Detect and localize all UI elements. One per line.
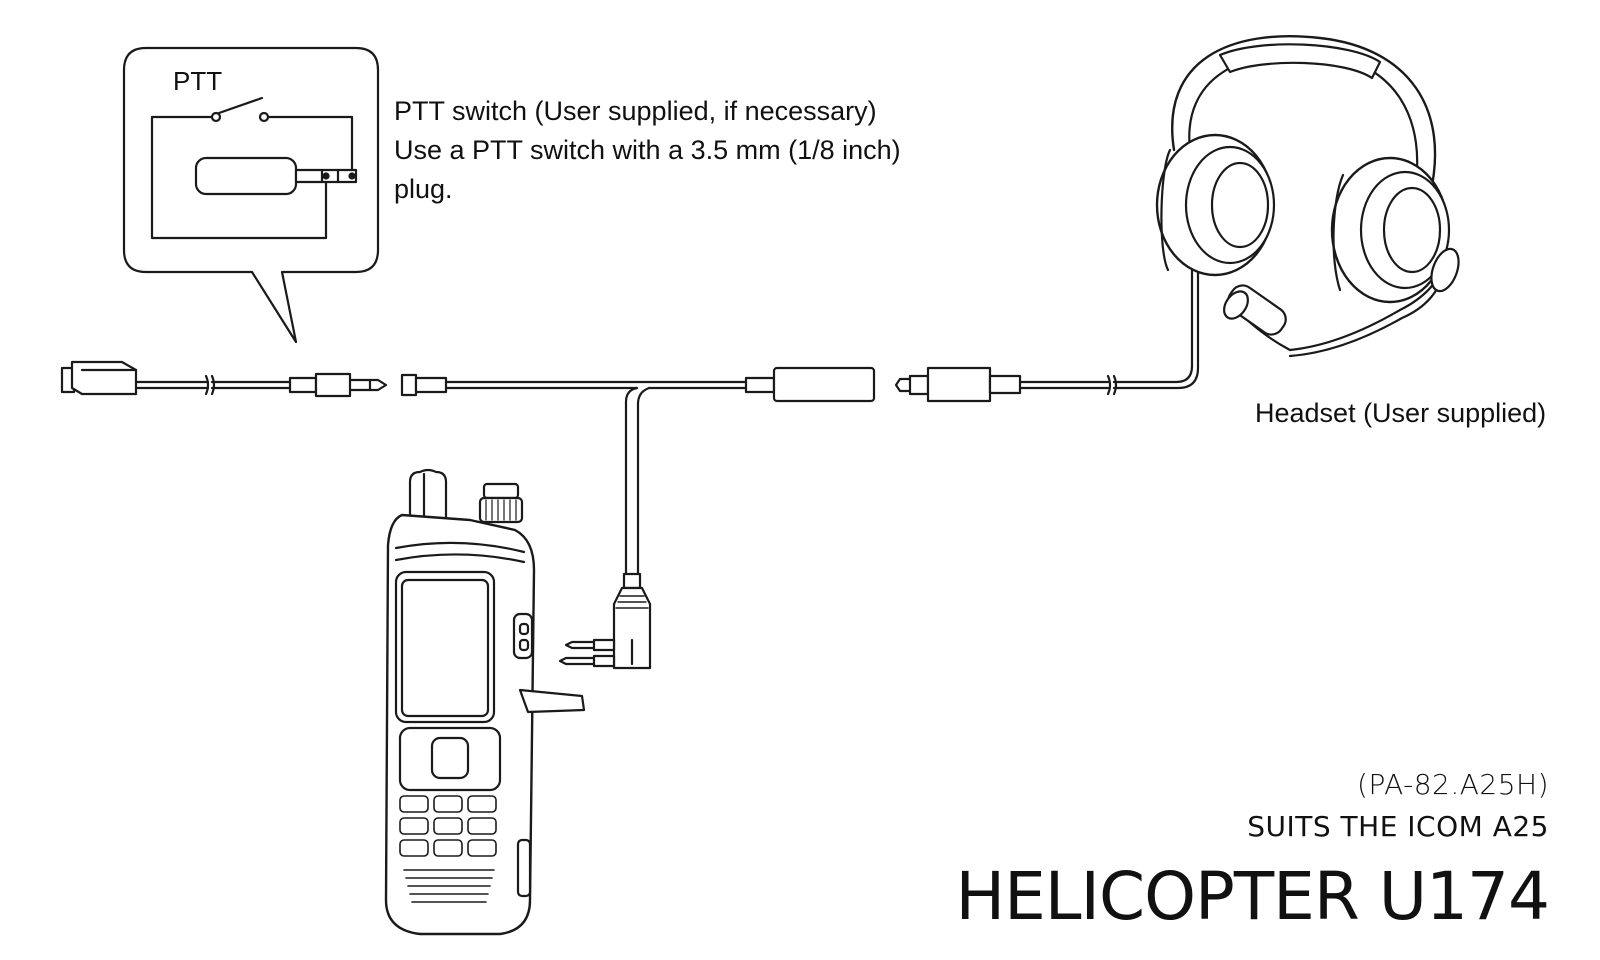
left-connector <box>60 360 388 398</box>
callout-line-2: Use a PTT switch with a 3.5 mm (1/8 inch… <box>394 135 901 165</box>
callout-line-1: PTT switch (User supplied, if necessary) <box>394 96 877 126</box>
main-cable <box>400 366 876 576</box>
callout-line-3: plug. <box>394 174 453 204</box>
ptt-inset-label: PTT <box>173 66 223 96</box>
ptt-switch-schematic <box>150 96 358 240</box>
radio-plug <box>558 572 652 670</box>
compatibility-note: SUITS THE ICOM A25 <box>1247 810 1549 843</box>
ptt-switch-callout: PTT switch (User supplied, if necessary)… <box>394 92 901 209</box>
headset-label: Headset (User supplied) <box>1255 398 1547 428</box>
headset-plug <box>894 248 1200 403</box>
radio-drawing <box>384 468 586 936</box>
headset-drawing <box>1155 35 1460 358</box>
product-title: HELICOPTER U174 <box>955 858 1550 935</box>
model-code: (PA-82.A25H) <box>1357 768 1549 801</box>
